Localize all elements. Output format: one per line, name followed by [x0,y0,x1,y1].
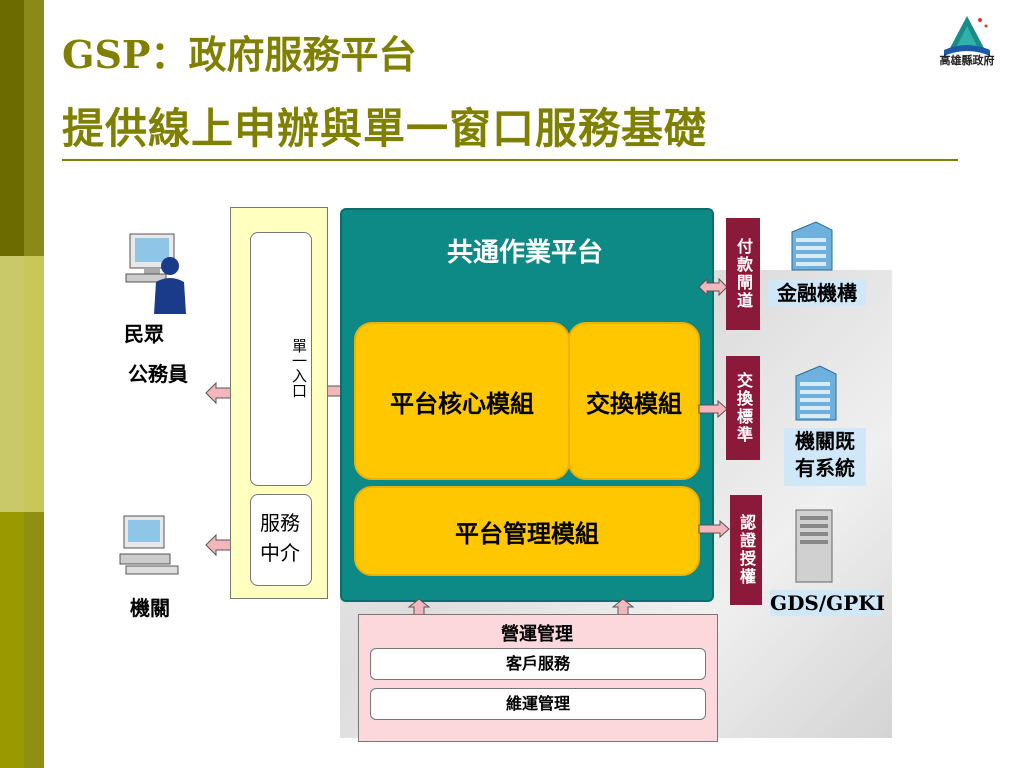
arrow-exchange [698,399,728,419]
bank-building-icon [791,221,833,271]
service-broker-box [250,494,312,586]
operations-title: 營運管理 [501,624,573,645]
legacy-systems-label: 機關既 有系統 [784,428,866,486]
exchange-standard-tag: 交換標準 [726,356,760,460]
single-entry-box [250,232,312,486]
logo-text: 高雄縣政府 [939,54,995,67]
arrow-payment [698,277,728,297]
exchange-module: 交換模組 [568,322,700,480]
government-logo-icon [944,16,990,56]
slide-subtitle: 提供線上申辦與單一窗口服務基礎 [62,104,708,153]
agency-building-icon [795,365,837,421]
core-module: 平台核心模組 [354,322,570,480]
agency-computer-icon [119,515,179,575]
payment-gateway-tag: 付款閘道 [726,218,760,330]
civil-servant-label: 公務員 [128,362,188,386]
single-entry-label: 單一入口 [290,338,308,398]
customer-service-box: 客戶服務 [370,648,706,680]
common-platform-title: 共通作業平台 [446,238,603,268]
decor-bar-right-top [24,0,44,256]
citizen-label: 民眾 [124,322,164,346]
gds-gpki-label: GDS/GPKI [770,590,886,616]
title-underline [62,159,958,161]
decor-bar-left-mid [0,256,24,512]
management-module: 平台管理模組 [354,486,700,576]
arrow-auth [698,519,730,539]
slide-title: GSP：政府服務平台 [62,32,417,77]
decor-bar-left-top [0,0,24,256]
server-icon [795,509,833,583]
auth-tag: 認證授權 [730,495,762,605]
finance-label: 金融機構 [768,280,866,306]
agency-label: 機關 [130,596,170,620]
decor-bar-right-bottom [24,512,44,768]
citizen-computer-icon [125,233,186,314]
maintenance-box: 維運管理 [370,688,706,720]
service-broker-label: 服務 中介 [260,511,300,565]
